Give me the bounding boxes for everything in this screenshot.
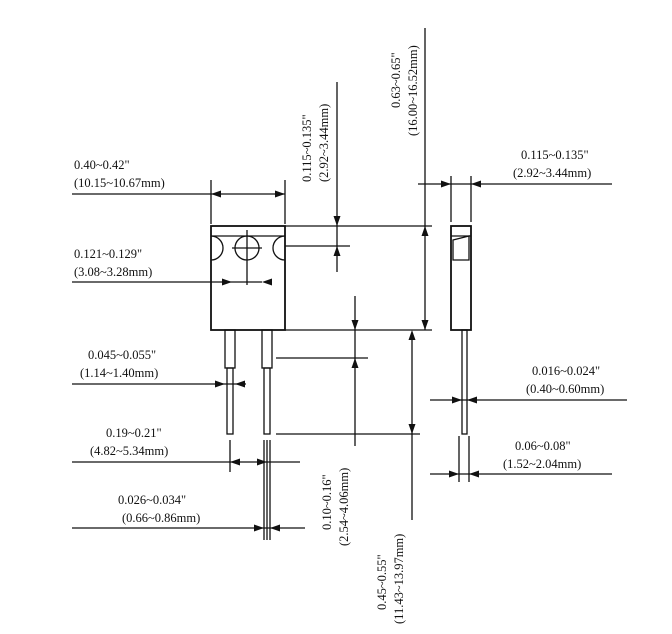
front-view bbox=[210, 225, 286, 435]
body-width-mm-label: (10.15~10.67mm) bbox=[74, 176, 165, 190]
tab-hole-inch-label: 0.115~0.135" bbox=[300, 114, 314, 182]
lead-left-wide bbox=[224, 329, 236, 369]
side-tab-inch-label: 0.115~0.135" bbox=[521, 148, 589, 162]
side-tab-mm-label: (2.92~3.44mm) bbox=[513, 166, 591, 180]
side-chamfer bbox=[452, 235, 470, 261]
lead-right-narrow bbox=[263, 367, 271, 435]
lead-thickness-mm-label: (0.40~0.60mm) bbox=[526, 382, 604, 396]
body-width-inch-label: 0.40~0.42" bbox=[74, 158, 130, 172]
total-height-inch-label: 0.63~0.65" bbox=[389, 52, 403, 108]
labels: 0.40~0.42" (10.15~10.67mm) 0.121~0.129" … bbox=[74, 45, 604, 624]
lead-pitch-inch-label: 0.19~0.21" bbox=[106, 426, 162, 440]
right-half-hole bbox=[272, 235, 286, 261]
lead-width-lower-mm-label: (0.66~0.86mm) bbox=[122, 511, 200, 525]
standoff-inch-label: 0.10~0.16" bbox=[320, 474, 334, 530]
side-lead-width-mm-label: (1.52~2.04mm) bbox=[503, 457, 581, 471]
side-lead-width-inch-label: 0.06~0.08" bbox=[515, 439, 571, 453]
left-half-hole bbox=[210, 235, 224, 261]
side-body bbox=[450, 225, 472, 331]
lead-width-upper-inch-label: 0.045~0.055" bbox=[88, 348, 156, 362]
standoff-mm-label: (2.54~4.06mm) bbox=[337, 468, 351, 546]
lead-width-upper-mm-label: (1.14~1.40mm) bbox=[80, 366, 158, 380]
lead-pitch-mm-label: (4.82~5.34mm) bbox=[90, 444, 168, 458]
lead-length-inch-label: 0.45~0.55" bbox=[375, 554, 389, 610]
tab-hole-mm-label: (2.92~3.44mm) bbox=[317, 104, 331, 182]
lead-right-wide bbox=[261, 329, 273, 369]
lead-width-lower-inch-label: 0.026~0.034" bbox=[118, 493, 186, 507]
dimension-lines bbox=[72, 28, 627, 540]
lead-left-narrow bbox=[226, 367, 234, 435]
hole-offset-mm-label: (3.08~3.28mm) bbox=[74, 265, 152, 279]
package-body bbox=[210, 225, 286, 331]
side-lead bbox=[461, 329, 468, 435]
lead-length-mm-label: (11.43~13.97mm) bbox=[392, 534, 406, 624]
total-height-mm-label: (16.00~16.52mm) bbox=[406, 45, 420, 136]
lead-thickness-inch-label: 0.016~0.024" bbox=[532, 364, 600, 378]
hole-offset-inch-label: 0.121~0.129" bbox=[74, 247, 142, 261]
side-view bbox=[450, 225, 472, 435]
